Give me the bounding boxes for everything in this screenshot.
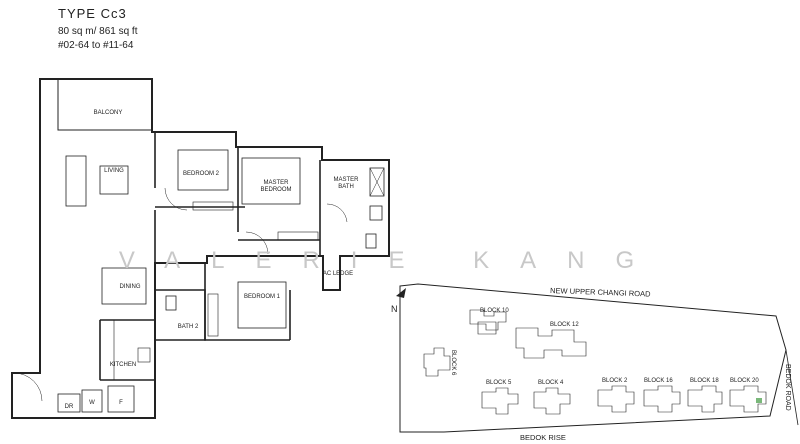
block-2-footprint [597, 385, 635, 413]
block-20-footprint [729, 385, 767, 413]
label-f: F [119, 400, 123, 406]
bedroom2-door-arc [164, 187, 188, 211]
road-bedok-road: BEDOK ROAD [784, 364, 791, 411]
master-bath-door-arc [326, 203, 348, 223]
north-arrow-icon [396, 288, 406, 298]
bedroom1-bed [237, 281, 287, 329]
master-wardrobe [277, 231, 319, 241]
master-bath-shower [369, 167, 385, 197]
label-master-bath-1: MASTER [333, 177, 359, 183]
bath2-walls [155, 289, 206, 341]
utility-f [107, 385, 135, 413]
entrance-door-arc [13, 372, 43, 402]
kitchen-walls [99, 319, 155, 381]
block-12-footprint [515, 327, 587, 359]
master-bed [241, 157, 301, 205]
road-new-upper-changi: NEW UPPER CHANGI ROAD [550, 286, 651, 299]
block-label-10: BLOCK 10 [480, 308, 509, 314]
block-16-footprint [643, 385, 681, 413]
outer-wall [11, 78, 390, 419]
utility-dr [57, 393, 81, 413]
block-footprints [423, 309, 767, 415]
block-18-footprint [687, 385, 723, 413]
block-4-footprint [533, 387, 571, 415]
master-bath-wc [365, 233, 377, 249]
watermark: VALERIE KANG [119, 247, 665, 274]
label-dining: DINING [120, 284, 141, 290]
bedok-road-edge [785, 349, 799, 426]
bedroom2-bed [177, 149, 229, 191]
label-balcony: BALCONY [94, 110, 123, 116]
block-label-2: BLOCK 2 [602, 378, 628, 384]
kitchen-hob [137, 347, 151, 363]
block-label-16: BLOCK 16 [644, 378, 673, 384]
label-dr: DR [65, 404, 74, 410]
sofa [65, 155, 87, 207]
label-master-bedroom-1: MASTER [263, 180, 289, 186]
site-boundary [399, 283, 787, 433]
block-label-6: BLOCK 6 [450, 350, 456, 376]
label-bedroom2: BEDROOM 2 [183, 171, 220, 177]
label-kitchen: KITCHEN [110, 362, 136, 368]
unit-numbers: #02-64 to #11-64 [58, 40, 134, 51]
unit-type-title: TYPE Cc3 [58, 6, 127, 21]
label-bath2: BATH 2 [178, 324, 199, 330]
block-label-20: BLOCK 20 [730, 378, 759, 384]
label-master-bedroom-2: BEDROOM [260, 187, 291, 193]
bedroom1-walls [204, 263, 291, 341]
kitchen-counter [99, 319, 115, 381]
highlighted-unit [756, 398, 762, 403]
north-label: N [391, 304, 398, 314]
bedroom2-walls [154, 132, 245, 263]
block-label-5: BLOCK 5 [486, 380, 512, 386]
block-10-footprint [469, 309, 507, 335]
block-5-footprint [481, 387, 519, 415]
master-bedroom-walls [237, 147, 321, 256]
site-plan [399, 283, 799, 433]
road-bedok-rise: BEDOK RISE [520, 433, 566, 442]
block-label-18: BLOCK 18 [690, 378, 719, 384]
utility-w [81, 389, 103, 413]
label-living: LIVING [104, 168, 124, 174]
block-label-4: BLOCK 4 [538, 380, 564, 386]
master-door-arc [245, 231, 269, 255]
label-w: W [89, 400, 95, 406]
label-bedroom1: BEDROOM 1 [244, 294, 281, 300]
living-table [99, 165, 129, 195]
bedroom1-wardrobe [207, 293, 219, 337]
floor-plan [11, 78, 390, 419]
label-master-bath-2: BATH [338, 184, 354, 190]
master-bath-basin [369, 205, 383, 221]
balcony-wall [57, 79, 152, 131]
dining-table [101, 267, 147, 305]
label-ac-ledge: AC LEDGE [323, 271, 353, 277]
bath2-wc [165, 295, 177, 311]
unit-area: 80 sq m/ 861 sq ft [58, 26, 138, 37]
block-label-12: BLOCK 12 [550, 322, 579, 328]
master-bath-x [369, 167, 385, 197]
bedroom2-wardrobe [192, 201, 234, 211]
block-6-footprint [423, 347, 451, 377]
